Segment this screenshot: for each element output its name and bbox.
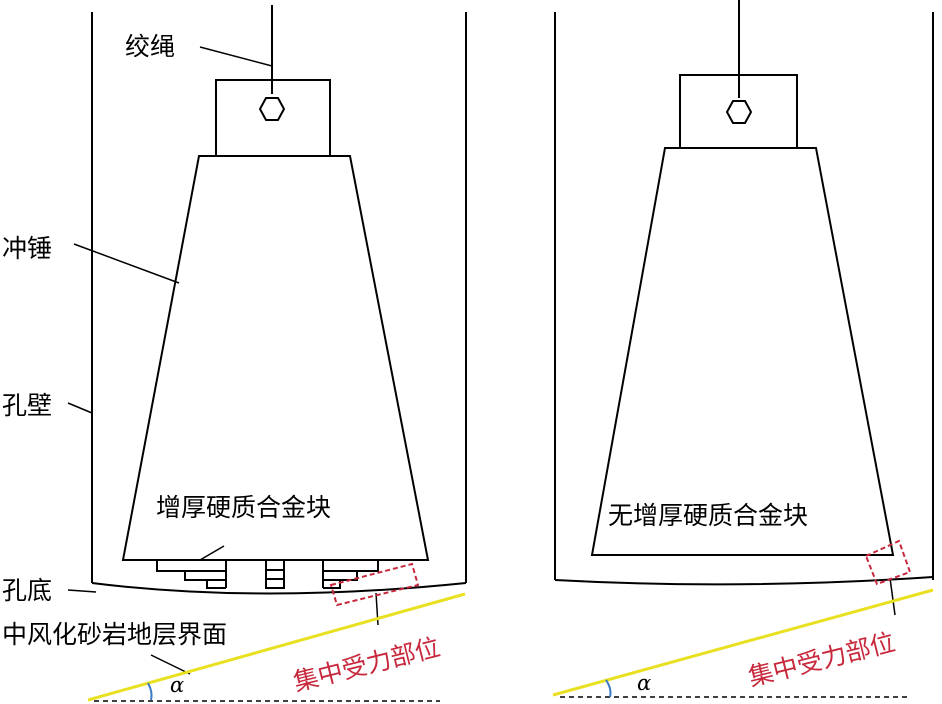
right-shackle-bolt [725,100,753,124]
left-shackle-bolt [258,97,286,121]
right-interface-line [552,588,934,697]
right-angle-label: α [637,671,651,695]
left-hole-bottom [91,582,467,595]
left-hammer-body [121,155,430,561]
left-alloy-label: 增厚硬质合金块 [156,493,331,522]
right-hammer-body [590,147,895,556]
rope-label: 绞绳 [125,32,175,61]
left-panel [67,5,467,675]
right-hole-bottom [554,576,934,586]
right-stress-zone [864,539,912,586]
left-bottom-leader [67,589,97,593]
right-alloy-label: 无增厚硬质合金块 [608,501,808,530]
left-interface-line [87,592,466,702]
left-angle-label: α [170,673,184,697]
left-angle-arc [147,682,153,701]
left-interface-leader [150,654,191,675]
left-rope-leader [199,46,273,67]
left-hammer-leader [73,243,180,284]
left-stress-zone [329,562,420,607]
hammer-label: 冲锤 [2,234,52,263]
interface-label: 中风化砂岩地层界面 [2,620,227,649]
wall-label: 孔壁 [2,391,52,420]
right-angle-arc [605,679,612,698]
left-stress-label: 集中受力部位 [290,632,443,696]
bottom-label: 孔底 [2,576,52,605]
right-stress-leader [889,577,896,616]
left-alloy-blocks [156,559,379,589]
left-wall-leader [67,402,93,414]
right-panel [554,0,934,616]
left-alloy-leader [199,545,225,561]
